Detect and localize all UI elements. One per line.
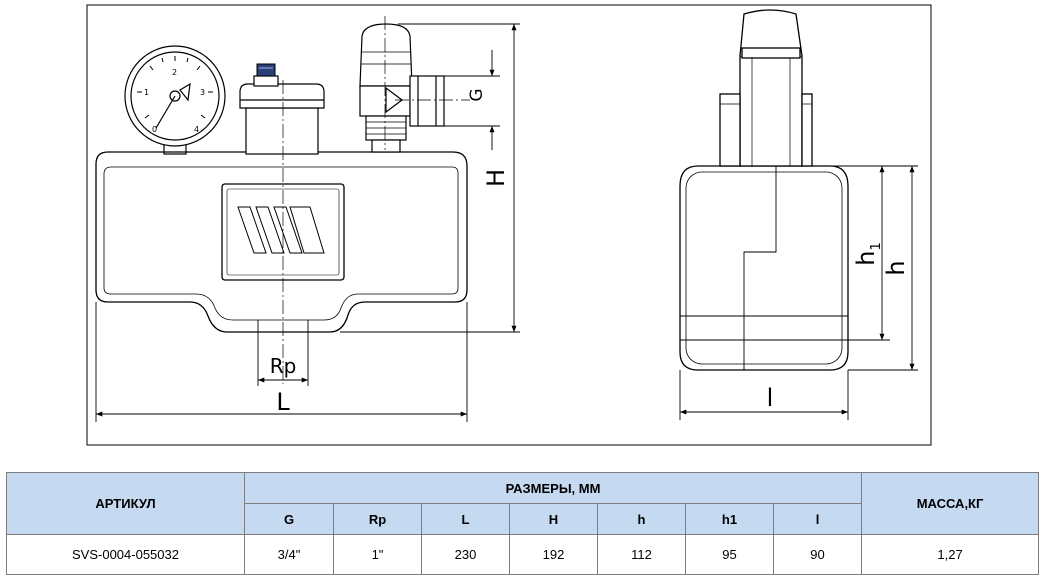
table-column-header: Rp bbox=[333, 503, 422, 535]
table-column-header: h bbox=[597, 503, 686, 535]
dimension-h-total bbox=[340, 23, 520, 333]
table-column-header: l bbox=[772, 503, 863, 535]
table-cell: 1" bbox=[333, 534, 422, 575]
dimension-h-total-label: H bbox=[482, 169, 510, 187]
front-body-inner bbox=[103, 166, 459, 321]
table-cell-mass: 1,27 bbox=[861, 534, 1040, 575]
side-view bbox=[679, 9, 849, 371]
gauge-number-4: 4 bbox=[194, 125, 199, 134]
table-header-mass: МАССА,КГ bbox=[861, 472, 1040, 535]
technical-drawing: 0 1 2 3 4 G bbox=[86, 4, 932, 446]
spec-table: АРТИКУЛ РАЗМЕРЫ, ММ МАССА,КГ G Rp L H h … bbox=[6, 472, 1040, 575]
dimension-l-side bbox=[679, 370, 849, 420]
air-vent-cap bbox=[256, 63, 276, 77]
gauge-number-1: 1 bbox=[144, 88, 149, 97]
front-view bbox=[95, 151, 468, 333]
gauge-number-2: 2 bbox=[172, 68, 177, 77]
table-column-header: h1 bbox=[685, 503, 774, 535]
table-cell-article: SVS-0004-055032 bbox=[6, 534, 245, 575]
table-cell: 112 bbox=[597, 534, 686, 575]
dimension-rp-label: Rp bbox=[270, 354, 297, 378]
dimension-rp bbox=[257, 320, 309, 386]
air-vent bbox=[239, 75, 325, 155]
gauge-number-3: 3 bbox=[200, 88, 205, 97]
dimension-l-front-label: L bbox=[276, 388, 290, 416]
table-column-header: H bbox=[509, 503, 598, 535]
pressure-gauge bbox=[124, 45, 226, 155]
dimension-l-side-label: l bbox=[767, 384, 774, 412]
front-body-outline bbox=[95, 151, 468, 333]
table-cell: 230 bbox=[421, 534, 510, 575]
drawing-frame bbox=[86, 4, 932, 446]
table-row: SVS-0004-055032 3/4" 1" 230 192 112 95 9… bbox=[6, 534, 1040, 575]
dimension-h-side bbox=[830, 165, 918, 371]
dimension-h1-label: h1 bbox=[852, 242, 884, 266]
table-cell: 90 bbox=[772, 534, 863, 575]
table-header-dimensions: РАЗМЕРЫ, ММ bbox=[243, 472, 863, 504]
table-cell: 192 bbox=[509, 534, 598, 575]
table-header-article: АРТИКУЛ bbox=[6, 472, 245, 535]
gauge-number-0: 0 bbox=[152, 125, 157, 134]
safety-valve bbox=[359, 23, 445, 153]
dimension-l-front bbox=[95, 302, 468, 422]
gauge-ticks bbox=[137, 56, 213, 119]
dimension-g bbox=[444, 50, 500, 150]
table-cell: 3/4" bbox=[244, 534, 334, 575]
table-cell: 95 bbox=[685, 534, 774, 575]
side-body-outline bbox=[679, 165, 849, 371]
table-column-header: L bbox=[421, 503, 510, 535]
table-column-header: G bbox=[244, 503, 334, 535]
dimension-h-side-label: h bbox=[882, 260, 910, 275]
centre-lines bbox=[282, 16, 470, 384]
brand-logo bbox=[237, 206, 325, 254]
dimension-g-label: G bbox=[467, 88, 487, 101]
